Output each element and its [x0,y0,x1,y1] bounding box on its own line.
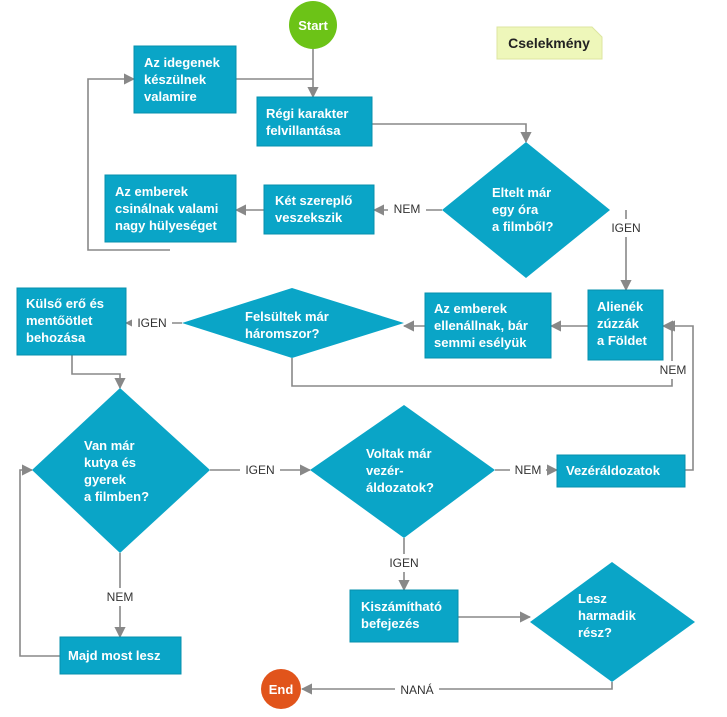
node-outside-force: Külső erő és mentőötlet behozása [26,296,108,345]
node-stupid: Az emberek csinálnak valami nagy hülyesé… [115,184,222,233]
edge-label-hour-yes: IGEN [611,221,640,235]
node-hour-passed: Eltelt már egy óra a filmből? [492,185,555,234]
node-later-box [59,636,182,675]
node-resist: Az emberek ellenállnak, bár semmi esélyü… [434,301,532,350]
edge-later-loop-to-dog [19,464,60,657]
legend-note-shape [496,26,603,60]
edge-outside-to-dog [71,355,126,390]
node-old-character-box [256,96,373,147]
edge-label-blown-yes: IGEN [137,316,166,330]
edge-old-character-to-hour [372,123,532,144]
node-blown-three-diamond [182,288,404,358]
edge-stupid-loop-to-strangers [87,73,170,251]
process-boxes: Az idegenek készülnek valamire Régi kara… [16,45,686,675]
node-dog-kid: Van már kutya és gyerek a filmben? [84,438,149,504]
node-leader-victims: Voltak már vezér- áldozatok? [366,446,435,495]
legend-title: Cselekmény [508,35,590,51]
end-circle [261,669,301,709]
node-strangers-box [133,45,237,114]
start-label: Start [298,18,328,33]
node-later: Majd most lesz [68,648,161,663]
edge-labels: NEM IGEN IGEN NEM IGEN NEM NEM IGEN NANÁ [102,200,691,699]
edge-label-dog-yes: IGEN [245,463,274,477]
edge-label-hour-no: NEM [394,202,421,216]
end-label: End [269,682,294,697]
node-two-fight: Két szereplő veszekszik [275,193,356,225]
node-leader-victims-diamond [310,405,495,538]
start-terminal: Start [289,1,337,49]
edge-label-dog-no: NEM [107,590,134,604]
decision-diamonds: Eltelt már egy óra a filmből? Felsültek … [32,142,695,682]
node-stupid-box [104,174,237,243]
edge-label-blown-no: NEM [660,363,687,377]
end-terminal: End [261,669,301,709]
edge-label-leader-yes: IGEN [389,556,418,570]
node-aliens-crush: Alienék zúzzák a Földet [597,299,648,348]
start-circle [289,1,337,49]
node-predictable: Kiszámítható befejezés [361,599,446,631]
node-old-character: Régi karakter felvillantása [266,106,352,138]
node-two-fight-box [263,184,375,235]
node-outside-force-box [16,287,127,356]
node-resist-box [424,292,552,359]
node-part3: Lesz harmadik rész? [578,591,639,640]
edge-label-part3-yes: NANÁ [400,682,433,697]
node-leader-victims-box-label: Vezéráldozatok [566,463,661,478]
node-predictable-box [349,589,459,643]
node-strangers: Az idegenek készülnek valamire [144,55,223,104]
edge-part3-to-end [300,682,613,695]
edge-box-to-aliens [663,320,694,471]
node-hour-passed-diamond [442,142,610,278]
node-aliens-crush-box [587,289,664,361]
node-dog-kid-diamond [32,388,210,553]
node-blown-three: Felsültek már háromszor? [245,309,332,341]
legend-note: Cselekmény [496,26,603,60]
node-leader-victims-box [556,454,686,488]
node-part3-diamond [530,562,695,682]
edge-label-leader-no: NEM [515,463,542,477]
